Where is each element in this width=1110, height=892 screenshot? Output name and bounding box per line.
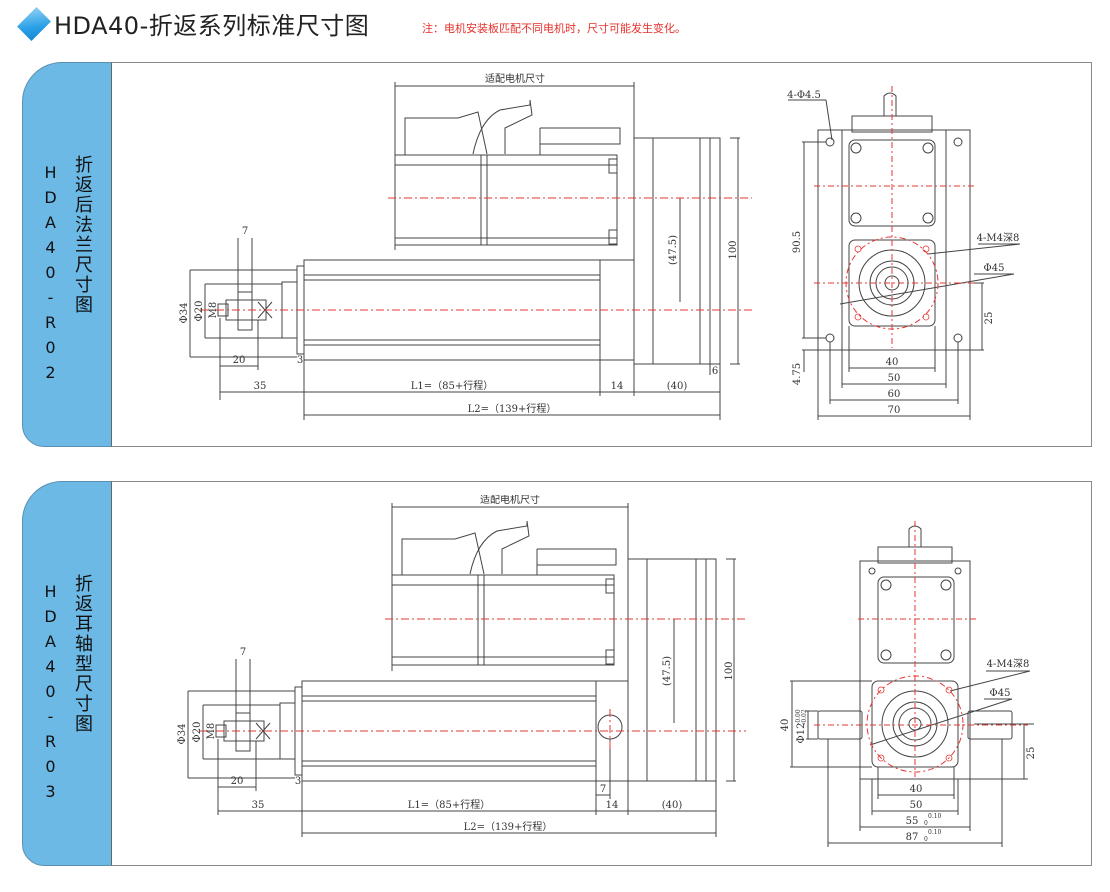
dim-25: 25 — [984, 312, 995, 325]
dim-l1: L1=（85+行程） — [408, 798, 491, 811]
dim-40v: 40 — [780, 719, 791, 732]
tol-87-upper: 0.10 — [928, 829, 942, 836]
dim-20: 20 — [233, 355, 246, 366]
dim-20: 20 — [231, 776, 244, 787]
dim-motor-label: 适配电机尺寸 — [480, 495, 540, 506]
label-phi45: Φ45 — [990, 688, 1011, 699]
dim-phi12: Φ12 — [796, 723, 807, 744]
tol-87-lower: 0 — [924, 836, 928, 843]
panel-tab: 折返耳轴型尺寸图 HDA40-R03 — [22, 481, 112, 866]
dim-phi20: Φ20 — [192, 722, 203, 743]
dim-100: 100 — [728, 240, 739, 259]
diamond-icon — [17, 7, 51, 41]
label-m4: 4-M4深8 — [987, 658, 1030, 670]
dim-100: 100 — [724, 661, 735, 680]
dim-3: 3 — [295, 776, 301, 787]
dim-4-75: 4.75 — [792, 363, 803, 385]
dim-7b: 7 — [600, 784, 606, 795]
dim-40: (40) — [662, 800, 683, 811]
dim-40: (40) — [667, 381, 688, 392]
side-view-drawing: 适配电机尺寸 7 Φ34 Φ20 M8 20 3 35 L1=（85+行程） 1… — [179, 72, 752, 420]
page-note: 注：电机安装板匹配不同电机时，尺寸可能发生变化。 — [422, 22, 686, 35]
label-phi45: Φ45 — [984, 263, 1005, 274]
dim-14: 14 — [611, 381, 624, 392]
dim-phi20: Φ20 — [194, 301, 205, 322]
dim-m8: M8 — [208, 302, 219, 319]
panel-r02: 折返后法兰尺寸图 HDA40-R02 — [22, 62, 1092, 447]
dim-70: 70 — [888, 405, 901, 416]
dim-phi34: Φ34 — [177, 724, 188, 745]
dim-phi34: Φ34 — [179, 303, 190, 324]
dim-90-5: 90.5 — [792, 231, 803, 253]
panel-code: HDA40-R03 — [41, 582, 60, 807]
label-holes: 4-Φ4.5 — [787, 90, 821, 101]
panel-r03: 折返耳轴型尺寸图 HDA40-R03 — [22, 481, 1092, 866]
dim-m8: M8 — [206, 723, 217, 740]
dim-25: 25 — [1026, 747, 1037, 760]
dim-3: 3 — [297, 355, 303, 366]
panel-title-cn: 折返耳轴型尺寸图 — [72, 574, 93, 734]
page-title: HDA40-折返系列标准尺寸图 — [54, 12, 370, 40]
tol-55-lower: 0 — [924, 820, 928, 827]
dim-14: 14 — [606, 800, 619, 811]
dim-40: 40 — [910, 784, 923, 795]
tol-phi12-upper: -0.00 — [795, 709, 802, 725]
page-header: HDA40-折返系列标准尺寸图 注：电机安装板匹配不同电机时，尺寸可能发生变化。 — [0, 0, 1110, 48]
end-view-drawing: 4-Φ4.5 4-M4深8 Φ45 90.5 25 4.75 40 50 60 … — [787, 86, 1021, 420]
dim-47-5: (47.5) — [668, 235, 679, 265]
dim-87: 87 — [906, 832, 919, 843]
dim-7: 7 — [242, 226, 248, 237]
dim-l1: L1=（85+行程） — [411, 379, 494, 392]
dim-47-5: (47.5) — [662, 656, 673, 686]
dim-motor-label: 适配电机尺寸 — [485, 72, 545, 85]
panel-tab: 折返后法兰尺寸图 HDA40-R02 — [22, 62, 112, 447]
dim-l2: L2=（139+行程） — [468, 402, 557, 415]
panel-title-cn: 折返后法兰尺寸图 — [72, 155, 93, 315]
drawing-frame — [111, 62, 1092, 447]
dim-35: 35 — [254, 381, 267, 392]
dim-40: 40 — [886, 357, 899, 368]
dim-l2: L2=（139+行程） — [464, 820, 553, 833]
drawing-frame — [111, 481, 1092, 866]
side-view-drawing: 适配电机尺寸 7 Φ34 Φ20 M8 20 3 7 35 L1=（85+行程）… — [177, 495, 746, 837]
dim-60: 60 — [888, 389, 901, 400]
dim-50: 50 — [888, 373, 901, 384]
panel-code: HDA40-R02 — [41, 163, 60, 388]
dim-7: 7 — [240, 647, 246, 658]
tol-phi12-lower: -0.02 — [801, 709, 808, 725]
dim-50: 50 — [910, 800, 923, 811]
dim-55: 55 — [906, 816, 919, 827]
end-view-drawing: 4-M4深8 Φ45 40 Φ12 -0.00 -0.02 25 40 50 5… — [780, 521, 1037, 847]
label-m4: 4-M4深8 — [977, 232, 1020, 244]
dim-35: 35 — [252, 800, 265, 811]
tol-55-upper: 0.10 — [928, 813, 942, 820]
dim-6: 6 — [712, 366, 718, 377]
